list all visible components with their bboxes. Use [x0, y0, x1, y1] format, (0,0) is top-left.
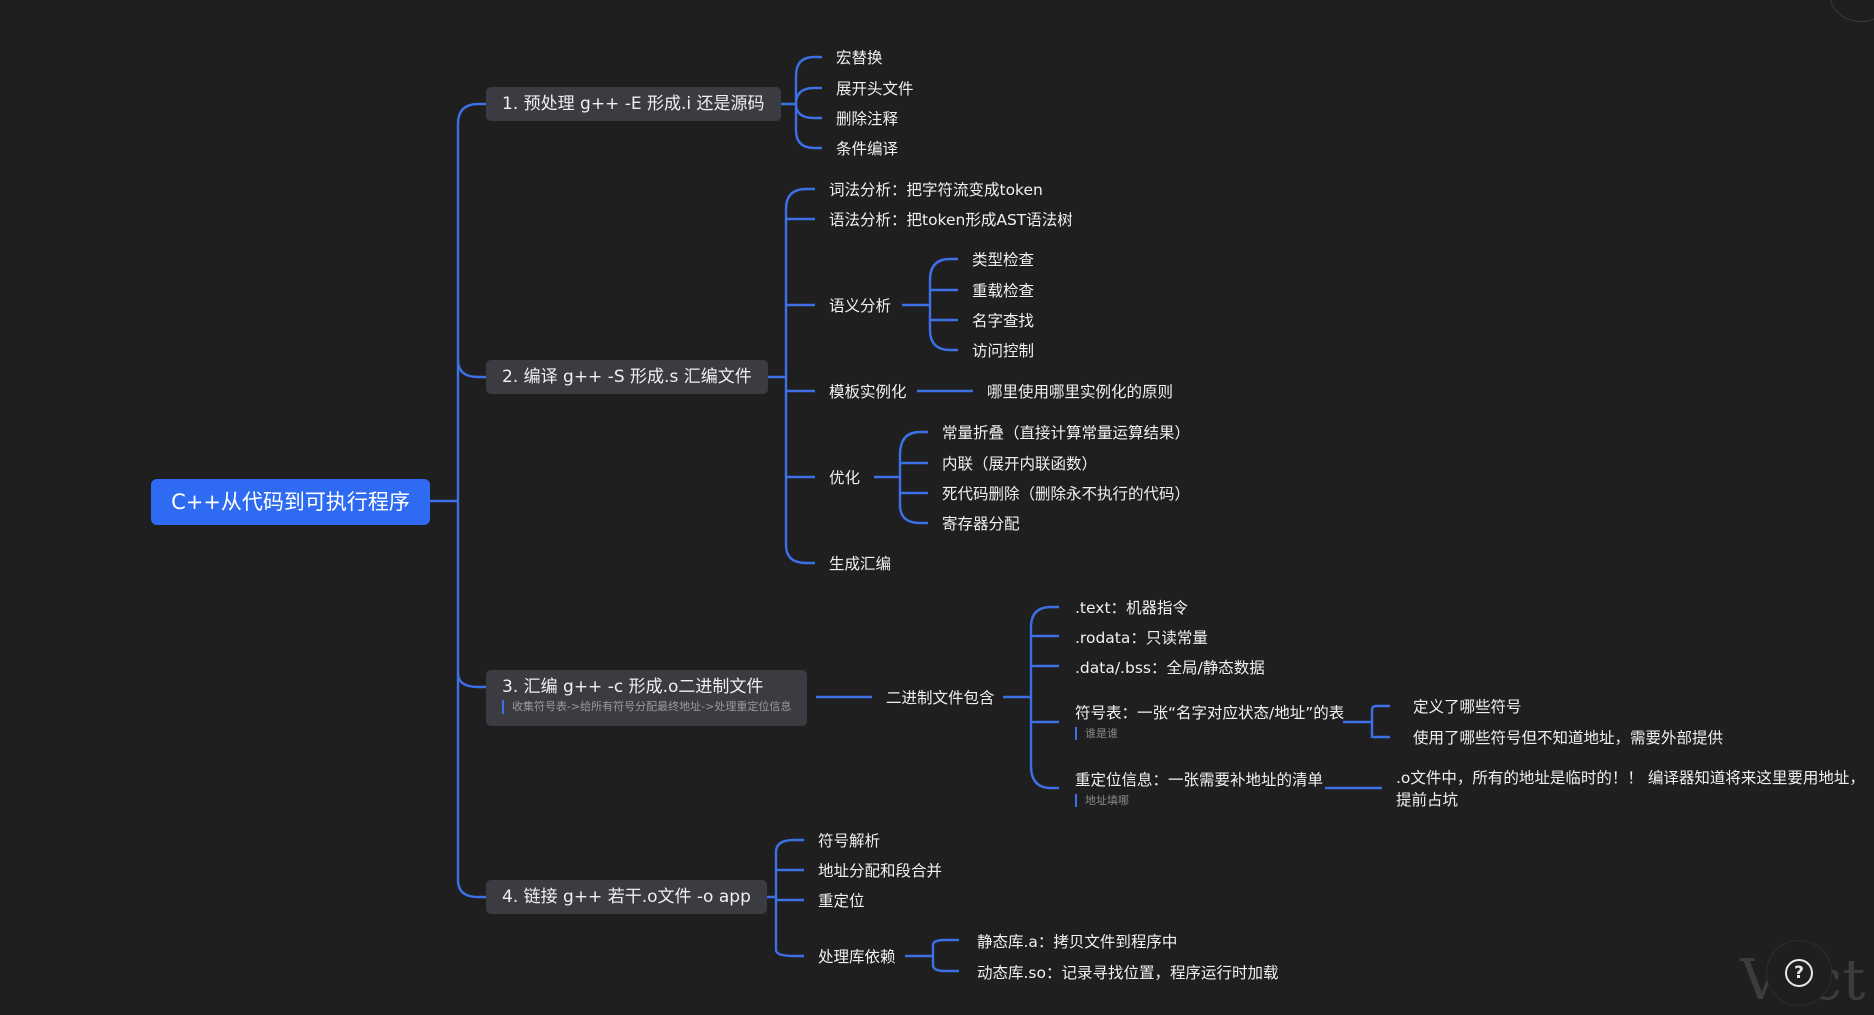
- branch-compile[interactable]: 2. 编译 g++ -S 形成.s 汇编文件: [486, 360, 768, 394]
- branch-title: 3. 汇编 g++ -c 形成.o二进制文件: [502, 677, 764, 697]
- leaf-rodata-section[interactable]: .rodata：只读常量: [1075, 629, 1208, 647]
- leaf-register-allocation[interactable]: 寄存器分配: [942, 515, 1020, 533]
- branch-note: 收集符号表->给所有符号分配最终地址->处理重定位信息: [502, 700, 791, 714]
- leaf-temporary-addresses[interactable]: .o文件中，所有的地址是临时的！！ 编译器知道将来这里要用地址，提前占坑: [1396, 769, 1865, 809]
- question-mark-icon: ?: [1785, 959, 1813, 987]
- leaf-remove-comments[interactable]: 删除注释: [836, 110, 899, 128]
- branch-title: 4. 链接 g++ 若干.o文件 -o app: [502, 887, 751, 907]
- leaf-data-bss-section[interactable]: .data/.bss：全局/静态数据: [1075, 659, 1265, 677]
- leaf-lexical-analysis[interactable]: 词法分析：把字符流变成token: [829, 181, 1043, 199]
- leaf-access-control[interactable]: 访问控制: [972, 342, 1035, 360]
- leaf-constant-folding[interactable]: 常量折叠（直接计算常量运算结果）: [942, 424, 1191, 442]
- leaf-optimization[interactable]: 优化: [829, 469, 861, 487]
- leaf-conditional-compile[interactable]: 条件编译: [836, 140, 899, 158]
- leaf-label: 符号表：一张“名字对应状态/地址”的表: [1075, 704, 1345, 722]
- leaf-relocation-info[interactable]: 重定位信息：一张需要补地址的清单 地址填哪: [1075, 768, 1323, 807]
- branch-title: 1. 预处理 g++ -E 形成.i 还是源码: [502, 94, 765, 114]
- leaf-text-section[interactable]: .text：机器指令: [1075, 599, 1189, 617]
- leaf-type-check[interactable]: 类型检查: [972, 251, 1035, 269]
- leaf-syntax-analysis[interactable]: 语法分析：把token形成AST语法树: [829, 211, 1073, 229]
- leaf-undefined-symbols[interactable]: 使用了哪些符号但不知道地址，需要外部提供: [1413, 729, 1724, 747]
- leaf-instantiation-rule[interactable]: 哪里使用哪里实例化的原则: [987, 383, 1174, 401]
- leaf-defined-symbols[interactable]: 定义了哪些符号: [1413, 698, 1522, 716]
- branch-preprocess[interactable]: 1. 预处理 g++ -E 形成.i 还是源码: [486, 87, 781, 121]
- leaf-macro-replace[interactable]: 宏替换: [836, 49, 883, 67]
- leaf-address-allocation[interactable]: 地址分配和段合并: [818, 862, 943, 880]
- leaf-static-library[interactable]: 静态库.a：拷贝文件到程序中: [977, 933, 1178, 951]
- leaf-label: 重定位信息：一张需要补地址的清单: [1075, 771, 1324, 789]
- leaf-inline[interactable]: 内联（展开内联函数）: [942, 455, 1098, 473]
- leaf-binary-contents[interactable]: 二进制文件包含: [886, 689, 995, 707]
- leaf-note: 谁是谁: [1075, 727, 1344, 740]
- leaf-dynamic-library[interactable]: 动态库.so：记录寻找位置，程序运行时加载: [977, 964, 1279, 982]
- branch-title: 2. 编译 g++ -S 形成.s 汇编文件: [502, 367, 752, 387]
- leaf-note: 地址填哪: [1075, 794, 1323, 807]
- leaf-dead-code-elimination[interactable]: 死代码删除（删除永不执行的代码）: [942, 485, 1191, 503]
- leaf-name-lookup[interactable]: 名字查找: [972, 312, 1035, 330]
- leaf-symbol-resolution[interactable]: 符号解析: [818, 832, 881, 850]
- leaf-library-dependencies[interactable]: 处理库依赖: [818, 948, 896, 966]
- root-node[interactable]: C++从代码到可执行程序: [151, 479, 430, 525]
- leaf-generate-assembly[interactable]: 生成汇编: [829, 555, 892, 573]
- branch-assemble[interactable]: 3. 汇编 g++ -c 形成.o二进制文件 收集符号表->给所有符号分配最终地…: [486, 670, 808, 726]
- leaf-relocation[interactable]: 重定位: [818, 892, 865, 910]
- leaf-semantic-analysis[interactable]: 语义分析: [829, 297, 892, 315]
- help-button[interactable]: ?: [1766, 940, 1832, 1006]
- branch-link[interactable]: 4. 链接 g++ 若干.o文件 -o app: [486, 880, 767, 914]
- leaf-template-instantiation[interactable]: 模板实例化: [829, 383, 907, 401]
- leaf-overload-check[interactable]: 重载检查: [972, 282, 1035, 300]
- leaf-expand-headers[interactable]: 展开头文件: [836, 80, 914, 98]
- leaf-symbol-table[interactable]: 符号表：一张“名字对应状态/地址”的表 谁是谁: [1075, 701, 1344, 740]
